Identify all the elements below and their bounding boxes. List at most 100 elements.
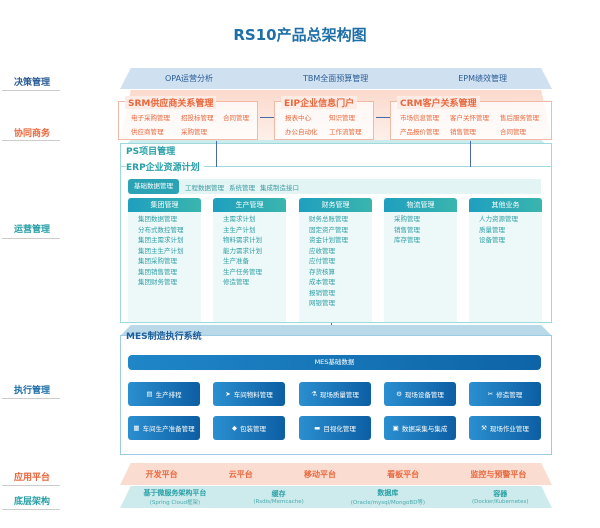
erp-item[interactable]: 集团财务管理 [138,278,177,286]
tab-engineering-data[interactable]: 工程数据管理 [185,183,224,192]
crm-item: 市场信息管理 [400,114,439,122]
tools-icon: ✂ [487,390,494,398]
mes-module-label: 修造管理 [496,391,523,399]
calendar-icon: ▤ [146,390,153,398]
double-arrow-icon [376,117,390,118]
erp-column: 其他业务人力资源管理质量管理设备管理 [469,198,542,322]
erp-item[interactable]: 集团销售管理 [138,267,177,276]
eip-item: 办公自动化 [285,128,318,136]
erp-item[interactable]: 财务总账管理 [309,215,348,223]
double-arrow-icon [470,141,471,167]
mes-module-button[interactable]: ⚗现场质量管理 [299,382,371,406]
erp-item[interactable]: 人力资源管理 [479,215,518,223]
erp-item[interactable]: 成本管理 [309,278,335,286]
mes-module-button[interactable]: ▦车间生产准备管理 [128,416,200,440]
decision-layer: OPA运营分析 TBM全面预算管理 EPM绩效管理 [120,68,552,89]
infra-sub: (Rsdis/Memcache) [253,499,304,505]
mes-module-button[interactable]: ➤车间物料管理 [213,382,285,406]
layer-label-decision: 决策管理 [13,78,50,88]
platform-item: 移动平台 [303,469,336,479]
infra-layer: 基于微服务架构平台(Spring Cloud框架) 缓存(Rsdis/Memca… [120,486,552,508]
divider [2,238,60,239]
tbm-module: TBM全面预算管理 [303,74,369,83]
mes-module-button[interactable]: ⚙现场设备管理 [384,382,456,406]
app-platform-layer: 开发平台 云平台 移动平台 看板平台 监控与预警平台 [120,463,552,485]
erp-item[interactable]: 主生产计划 [223,225,256,234]
divider [2,485,60,486]
erp-item[interactable]: 固定资产管理 [309,225,348,234]
mes-module-label: 现场作业管理 [489,425,529,433]
mes-module-button[interactable]: ▤生产排程 [128,382,200,406]
mes-module-label: 车间生产准备管理 [142,425,195,433]
erp-item[interactable]: 集团主需求计划 [138,236,184,244]
equipment-icon: ⚙ [396,390,402,398]
mes-module-button[interactable]: ⚒现场作业管理 [469,416,541,440]
erp-item[interactable]: 网银管理 [309,299,335,307]
mes-module-button[interactable]: ◆包装管理 [213,416,285,440]
divider [2,509,60,510]
mes-module-label: 包装管理 [240,425,266,433]
divider [120,166,552,167]
srm-title: SRM供应商关系管理 [125,96,217,109]
infra-sub: (Oracle/mysql/MongoBD等) [350,500,426,506]
erp-item[interactable]: 集团主生产计划 [138,246,184,255]
erp-item[interactable]: 物料需求计划 [223,236,262,244]
eip-item: 工作流管理 [329,128,362,136]
erp-item[interactable]: 资金计划管理 [309,236,348,244]
layer-label-app: 应用平台 [13,473,50,483]
platform-item: 看板平台 [387,469,420,479]
tab-system[interactable]: 系统管理 [229,183,255,192]
mes-module-button[interactable]: ▬目视化管理 [299,416,371,440]
double-arrow-icon [260,117,274,118]
erp-item[interactable]: 修造管理 [223,278,249,286]
infra-main: 容器 [493,490,508,498]
erp-item[interactable]: 应付管理 [309,257,335,265]
erp-item[interactable]: 分布式数控管理 [138,225,184,234]
erp-item[interactable]: 生产任务管理 [223,267,262,276]
srm-item: 采购管理 [181,128,207,136]
erp-item[interactable]: 采购管理 [394,215,420,223]
infra-item: 数据库 (Oracle/mysql/MongoBD等) [351,488,425,506]
erp-item[interactable]: 能力需求计划 [223,246,262,255]
erp-column-header: 集团管理 [128,198,201,212]
erp-item[interactable]: 报销管理 [309,288,335,297]
package-icon: ◆ [232,424,237,432]
mes-module-label: 现场设备管理 [404,391,444,399]
tab-integration[interactable]: 集成制造接口 [260,183,299,192]
erp-item[interactable]: 集团采购管理 [138,257,177,265]
eip-item: 知识管理 [329,114,355,122]
erp-item[interactable]: 应收管理 [309,246,335,255]
srm-item: 合同管理 [223,114,249,122]
infra-item: 容器(Docker/Kubernetes) [472,489,529,505]
tab-basic-data[interactable]: 基础数据管理 [128,179,179,194]
eip-item: 报表中心 [285,114,311,122]
infra-main: 缓存 [271,490,286,498]
srm-item: 电子采购管理 [131,114,170,122]
epm-module: EPM绩效管理 [458,74,507,83]
infra-item: 缓存(Rsdis/Memcache) [253,489,304,505]
infra-sub: (Spring Cloud框架) [149,500,201,506]
infra-item: 基于微服务架构平台(Spring Cloud框架) [143,488,206,506]
layer-label-collab: 协同商务 [13,129,50,139]
erp-tab-bar: 基础数据管理 工程数据管理 系统管理 集成制造接口 [128,179,541,194]
crm-item: 销售管理 [450,128,476,136]
layer-label-execution: 执行管理 [13,386,50,396]
erp-item[interactable]: 主需求计划 [223,215,256,223]
erp-item[interactable]: 集团数据管理 [138,215,177,223]
mes-base-data[interactable]: MES基础数据 [128,355,541,370]
erp-item[interactable]: 质量管理 [479,225,505,234]
divider [2,398,60,399]
double-arrow-icon [216,141,217,167]
mes-module-button[interactable]: ✂修造管理 [469,382,541,406]
erp-item[interactable]: 销售管理 [394,225,420,234]
ps-title: PS项目管理 [126,147,176,157]
crm-item: 售后服务管理 [500,114,539,122]
operation-icon: ⚒ [481,424,487,432]
infra-main: 数据库 [377,489,399,497]
erp-column-header: 生产管理 [213,198,286,212]
erp-item[interactable]: 存货核算 [309,267,335,276]
erp-item[interactable]: 库存管理 [394,236,420,244]
erp-item[interactable]: 生产准备 [223,257,249,265]
mes-module-button[interactable]: ▣数据采集与集成 [384,416,456,440]
erp-item[interactable]: 设备管理 [479,236,505,244]
